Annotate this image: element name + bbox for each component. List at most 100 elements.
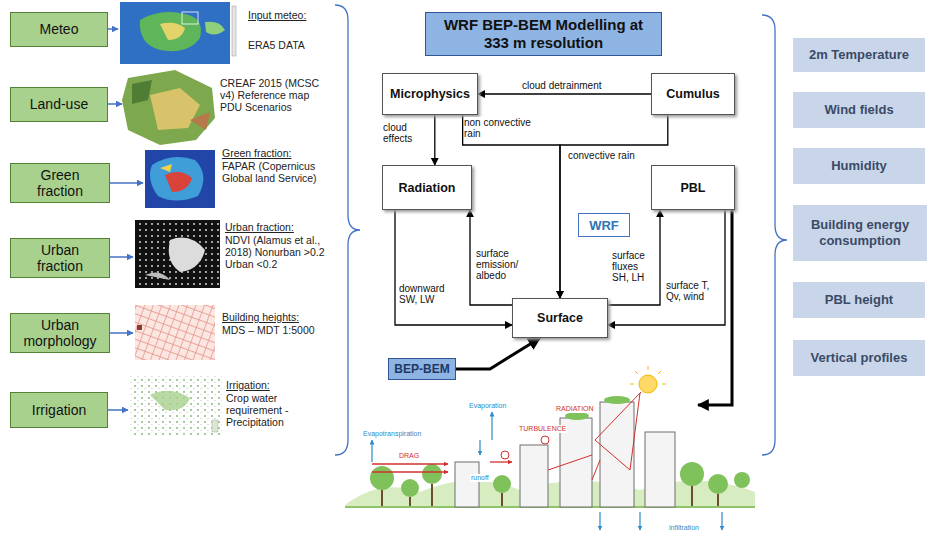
illustration-shape [490,461,512,462]
illustration-shape [345,506,755,508]
meteo-map [120,2,236,64]
illustration-shape [165,172,192,192]
output-box: Humidity [793,148,925,184]
input-arrows [108,29,143,410]
illustration-shape [493,475,511,493]
illustration-shape [108,103,122,105]
illustration-shape [120,2,230,64]
illustration-shape [541,436,549,444]
urban-fraction-map [135,220,220,288]
output-box: PBL height [793,282,925,318]
illustration-shape [169,238,205,272]
illustration-shape [232,6,236,56]
input-box: Urban fraction [10,238,110,278]
illustration-shape [160,23,185,40]
illustration-shape [422,464,442,484]
output-bracket [762,15,787,455]
source-heading: Irrigation: [226,380,330,392]
illustration-shape [205,22,225,35]
connector-label: surface T, Qv, wind [666,280,721,302]
input-box: Green fraction [10,163,110,203]
illustration-shape [145,150,215,208]
illustration-shape [479,440,480,455]
module-box: Cumulus [651,73,735,115]
output-box: Vertical profiles [793,340,925,376]
output-box: Wind fields [793,92,925,128]
box-text: Urban fraction [17,242,103,274]
illustration-shape [145,272,170,280]
connector-label: cloud effects [383,122,423,144]
box-text: 2m Temperature [809,47,909,63]
connector-label: downward SW, LW [399,283,465,305]
illustration-shape [150,157,203,201]
process-label: RADIATION [555,405,595,413]
illustration-shape [130,375,222,435]
box-text: Land-use [30,96,88,112]
source-heading: Input meteo: [248,10,310,22]
illustration-shape [595,392,641,440]
illustration-shape [381,490,383,506]
illustration-shape [630,393,640,470]
illustration-shape [137,325,142,330]
illustration-shape [431,484,433,506]
illustration-shape [501,493,503,506]
illustration-shape [122,70,215,145]
connector-label: convective rain [568,150,648,161]
illustration-shape [135,305,215,360]
box-text: Wind fields [824,102,893,118]
illustration-shape [645,432,675,507]
module-box: PBL [651,165,735,210]
canopy-feedback-arrow [698,210,732,405]
illustration-shape [734,472,750,488]
illustration-shape [680,462,704,486]
box-text: Irrigation [32,402,86,418]
source-note: CREAF 2015 (MCSC v4) Reference map PDU S… [220,78,324,113]
box-text: Meteo [40,21,79,37]
land-use-map [122,70,215,145]
box-text: WRF [589,218,619,233]
illustration-shape [648,366,649,370]
connector [478,93,651,94]
input-box: Meteo [10,12,108,47]
connector-label: surface fluxes SH, LH [612,250,657,284]
illustration-shape [401,479,419,497]
illustration-shape [372,462,512,472]
illustration-shape [108,332,133,334]
illustration-shape [491,412,492,440]
illustration-shape [691,486,693,506]
source-note: Crop water requirement - Precipitation [226,393,330,428]
illustration-shape [371,440,372,462]
urban-canopy-illustration [345,366,755,530]
box-text: WRF BEP-BEM Modelling at 333 m resolutio… [432,16,655,52]
irrigation-map [130,375,222,435]
illustration-shape [520,445,548,507]
illustration-shape [630,366,666,384]
illustration-shape [140,12,201,51]
connector [463,115,560,298]
illustration-shape [382,484,718,506]
illustration-shape [595,440,630,470]
illustration-shape [658,371,661,374]
source-heading: Green fraction: [222,148,326,160]
box-text: PBL [681,181,706,195]
connector [456,338,540,369]
illustration-shape [182,12,198,24]
source-note: ERA5 DATA [248,40,328,52]
output-box: 2m Temperature [793,38,925,72]
process-label: runoff [470,474,490,482]
illustration-shape [372,471,448,472]
process-label: Evaporation [468,402,507,410]
connector [434,115,435,165]
illustration-shape [501,392,641,480]
model-tag: BEP-BEM [388,358,456,380]
box-text: Vertical profiles [811,350,908,366]
module-box: Microphysics [382,73,478,115]
output-box: Building energy consumption [793,205,927,261]
module-box: Radiation [382,165,472,210]
illustration-shape [455,462,479,507]
box-text: Radiation [399,181,456,195]
illustration-shape [548,455,592,470]
illustration-shape [604,396,630,404]
illustration-shape [662,384,666,385]
illustration-shape [150,88,200,130]
